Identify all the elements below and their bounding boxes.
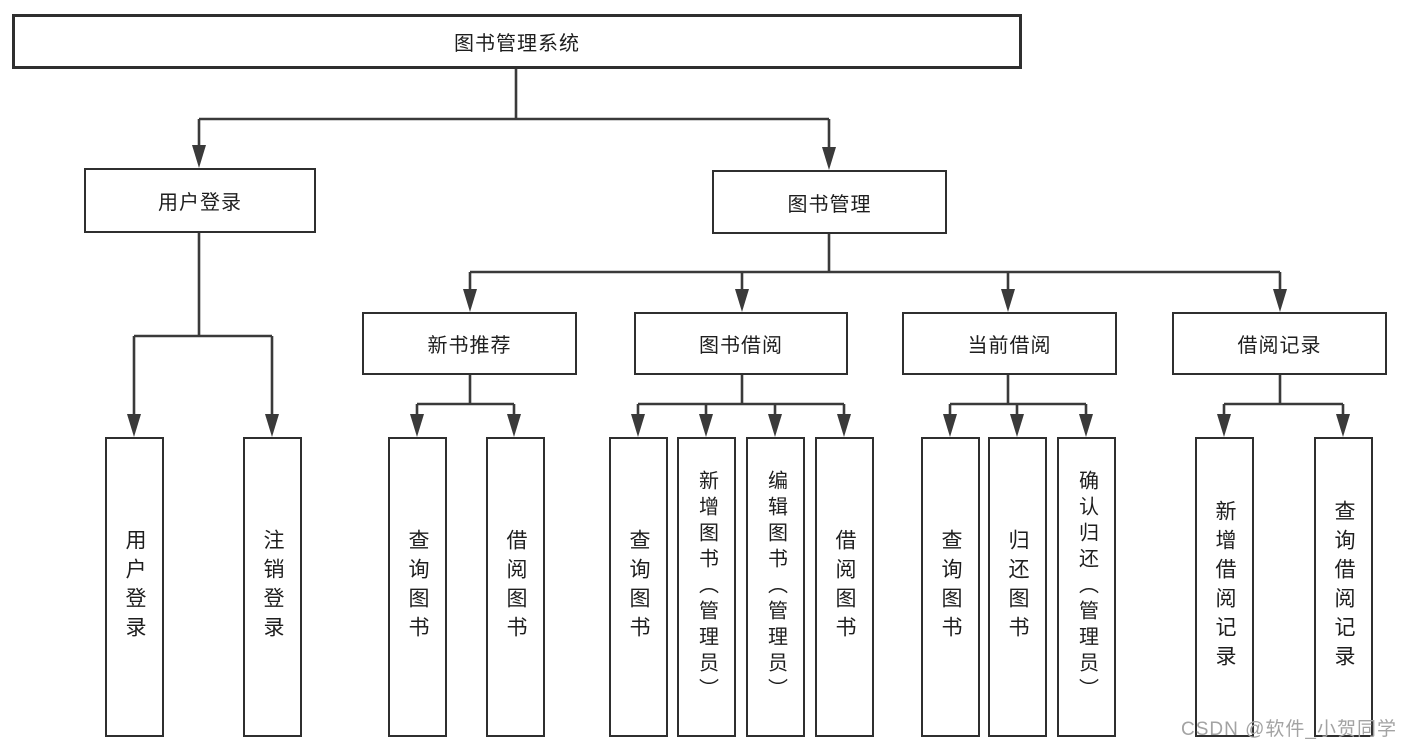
leaf-label: 查询借阅记录 <box>1332 500 1355 674</box>
node-new-book-recommend: 新书推荐 <box>362 312 577 375</box>
connector-book-management-to-level3 <box>463 234 1287 312</box>
leaf-confirm-return-admin: 确认归还（管理员） <box>1057 437 1116 737</box>
leaf-label: 编辑图书（管理员） <box>764 470 787 704</box>
leaf-return-books: 归还图书 <box>988 437 1047 737</box>
node-current-borrow: 当前借阅 <box>902 312 1117 375</box>
arrowhead <box>507 414 521 437</box>
arrowhead <box>410 414 424 437</box>
arrowhead <box>127 414 141 437</box>
node-book-borrow: 图书借阅 <box>634 312 848 375</box>
leaf-label: 借阅图书 <box>504 529 527 645</box>
connector-book-borrow-to-leaves <box>631 375 851 437</box>
connector-new-book-recommend-to-leaves <box>410 375 521 437</box>
leaf-query-books-borrow: 查询图书 <box>609 437 668 737</box>
leaf-label: 借阅图书 <box>833 529 856 645</box>
connector-user-login-to-leaves <box>127 233 279 437</box>
leaf-add-books-admin: 新增图书（管理员） <box>677 437 736 737</box>
arrowhead <box>1079 414 1093 437</box>
arrowhead <box>1217 414 1231 437</box>
arrowhead <box>631 414 645 437</box>
arrowhead <box>943 414 957 437</box>
leaf-edit-books-admin: 编辑图书（管理员） <box>746 437 805 737</box>
leaf-user-login: 用户登录 <box>105 437 164 737</box>
leaf-label: 新增图书（管理员） <box>695 470 718 704</box>
arrowhead <box>768 414 782 437</box>
leaf-label: 确认归还（管理员） <box>1075 470 1098 704</box>
arrowhead <box>265 414 279 437</box>
leaf-logout-login: 注销登录 <box>243 437 302 737</box>
node-label: 新书推荐 <box>427 335 512 357</box>
leaf-label: 查询图书 <box>627 529 650 645</box>
leaf-query-borrow-record: 查询借阅记录 <box>1314 437 1373 737</box>
node-label: 当前借阅 <box>967 335 1052 357</box>
arrowhead <box>837 414 851 437</box>
connector-current-borrow-to-leaves <box>943 375 1093 437</box>
arrowhead <box>1273 289 1287 312</box>
node-book-management: 图书管理 <box>712 170 947 234</box>
arrowhead <box>1336 414 1350 437</box>
leaf-add-borrow-record: 新增借阅记录 <box>1195 437 1254 737</box>
node-borrow-records: 借阅记录 <box>1172 312 1387 375</box>
arrowhead <box>735 289 749 312</box>
node-library-management-system: 图书管理系统 <box>12 14 1022 69</box>
leaf-label: 查询图书 <box>939 529 962 645</box>
node-user-login: 用户登录 <box>84 168 316 233</box>
arrowhead <box>192 145 206 168</box>
arrowhead <box>1001 289 1015 312</box>
leaf-label: 用户登录 <box>123 529 146 645</box>
leaf-borrow-books-recommend: 借阅图书 <box>486 437 545 737</box>
leaf-query-books-current: 查询图书 <box>921 437 980 737</box>
node-label: 图书管理 <box>787 193 872 216</box>
leaf-label: 查询图书 <box>406 529 429 645</box>
leaf-label: 归还图书 <box>1006 529 1029 645</box>
csdn-watermark: CSDN @软件_小贺同学 <box>1181 719 1397 740</box>
node-label: 借阅记录 <box>1237 335 1322 357</box>
arrowhead <box>1010 414 1024 437</box>
arrowhead <box>822 147 836 170</box>
leaf-query-books-recommend: 查询图书 <box>388 437 447 737</box>
leaf-borrow-books: 借阅图书 <box>815 437 874 737</box>
node-label: 用户登录 <box>158 192 242 214</box>
node-label: 图书管理系统 <box>454 33 580 55</box>
arrowhead <box>463 289 477 312</box>
node-label: 图书借阅 <box>699 335 783 357</box>
leaf-label: 新增借阅记录 <box>1213 500 1236 674</box>
arrowhead <box>699 414 713 437</box>
connector-borrow-records-to-leaves <box>1217 375 1350 437</box>
connector-root-to-level2 <box>192 69 836 170</box>
leaf-label: 注销登录 <box>261 529 284 645</box>
